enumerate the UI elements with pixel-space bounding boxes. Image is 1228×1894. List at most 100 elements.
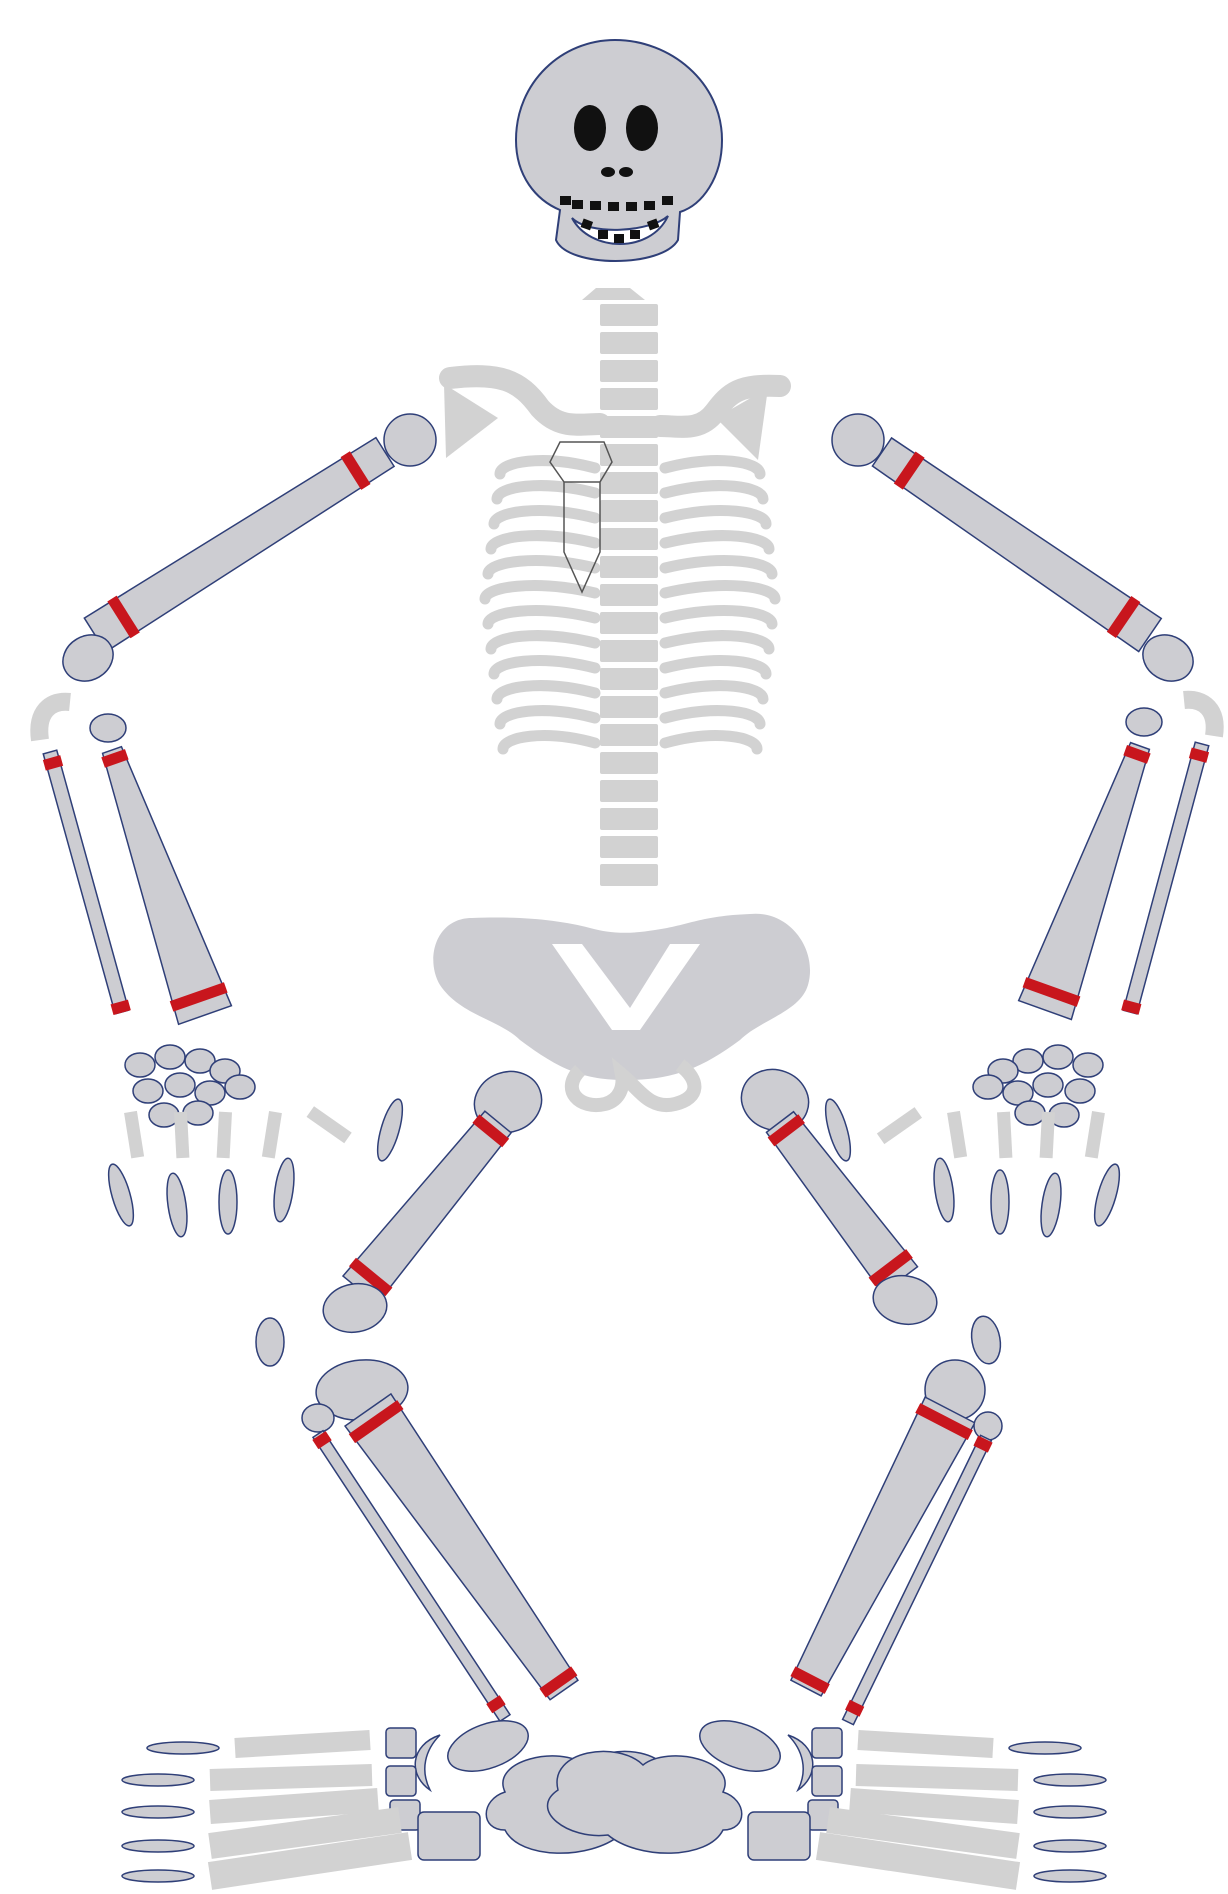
rib-right-6 [665, 586, 775, 599]
right-carpal-10 [1015, 1101, 1045, 1125]
vertebra-11 [600, 584, 658, 606]
right-phalanx-1 [1090, 1162, 1125, 1228]
right-metatarsal-3 [850, 1800, 1018, 1812]
left-carpal-8 [225, 1075, 255, 1099]
right-cuneiform-2 [812, 1766, 842, 1796]
right-patella [968, 1314, 1004, 1366]
right-phalanx-4 [931, 1157, 958, 1223]
right-carpal-6 [1033, 1073, 1063, 1097]
vertebra-8 [600, 500, 658, 522]
rib-left-7 [488, 611, 595, 624]
vertebra-21 [600, 864, 658, 886]
left-scapula [444, 384, 498, 458]
left-metatarsal-2 [210, 1775, 372, 1780]
cranium [516, 40, 722, 261]
right-cuneiform-1 [812, 1728, 842, 1758]
rib-right-7 [665, 611, 772, 624]
left-metatarsal-3 [210, 1800, 378, 1812]
right-phalanx-2 [1038, 1172, 1065, 1238]
vertebra-18 [600, 780, 658, 802]
rib-right-9 [665, 661, 766, 674]
rib-right-4 [665, 536, 769, 549]
right-navicular [788, 1735, 813, 1790]
left-metacarpal-2 [174, 1112, 189, 1159]
right-toe-4 [1034, 1840, 1106, 1852]
right-metacarpal-3 [997, 1112, 1012, 1159]
rib-left-1 [500, 461, 595, 474]
left-cuneiform-1 [386, 1728, 416, 1758]
left-eye-socket [574, 105, 606, 151]
left-radius-head [90, 714, 126, 742]
right-metacarpal-2 [1040, 1112, 1055, 1159]
spine [600, 304, 658, 886]
vertebra-20 [600, 836, 658, 858]
left-ulna-hook [39, 702, 70, 740]
left-toe-1 [147, 1742, 219, 1754]
right-cuboid [748, 1812, 810, 1860]
right-toe-3 [1034, 1806, 1106, 1818]
left-metacarpal-1 [124, 1111, 144, 1158]
left-toe-3 [122, 1806, 194, 1818]
vertebra-10 [600, 556, 658, 578]
left-phalanx-1 [104, 1162, 139, 1228]
vertebra-1 [600, 304, 658, 326]
left-cuboid [418, 1812, 480, 1860]
nasal-right [619, 167, 633, 177]
vertebra-13 [600, 640, 658, 662]
vertebra-4 [600, 388, 658, 410]
skull [516, 40, 722, 261]
rib-left-4 [491, 536, 595, 549]
left-phalanx-4 [271, 1157, 298, 1223]
right-metatarsal-1 [858, 1740, 993, 1748]
right-radius-head [1126, 708, 1162, 736]
rib-right-1 [665, 461, 760, 474]
left-carpal-5 [133, 1079, 163, 1103]
left-carpal-2 [155, 1045, 185, 1069]
right-eye-socket [626, 105, 658, 151]
right-carpal-1 [1073, 1053, 1103, 1077]
left-phalanx-2 [164, 1172, 191, 1238]
rib-right-12 [665, 736, 757, 749]
rib-left-11 [500, 711, 595, 724]
left-navicular [415, 1735, 440, 1790]
right-carpal-8 [973, 1075, 1003, 1099]
left-toe-5 [122, 1870, 194, 1882]
rib-left-10 [497, 686, 595, 699]
rib-right-3 [665, 511, 766, 524]
vertebra-12 [600, 612, 658, 634]
rib-left-2 [497, 486, 595, 499]
left-phalanx-3 [219, 1170, 237, 1234]
right-toe-1 [1009, 1742, 1081, 1754]
left-carpal-1 [125, 1053, 155, 1077]
rib-left-5 [488, 561, 595, 574]
rib-right-11 [665, 711, 760, 724]
right-metacarpal-4 [947, 1111, 967, 1158]
vertebra-7 [600, 472, 658, 494]
rib-left-3 [494, 511, 595, 524]
vertebra-16 [600, 724, 658, 746]
vertebra-19 [600, 808, 658, 830]
left-fibula-head [302, 1404, 334, 1432]
vertebra-14 [600, 668, 658, 690]
left-phalanx-5 [373, 1097, 408, 1163]
right-carpal-5 [1065, 1079, 1095, 1103]
rib-left-9 [494, 661, 595, 674]
nasal-left [601, 167, 615, 177]
left-carpal-6 [165, 1073, 195, 1097]
left-toe-4 [122, 1840, 194, 1852]
vertebra-9 [600, 528, 658, 550]
left-metacarpal-3 [217, 1112, 232, 1159]
left-metatarsal-1 [235, 1740, 370, 1748]
left-humerus-head [384, 414, 436, 466]
rib-left-8 [491, 636, 595, 649]
rib-right-5 [665, 561, 772, 574]
rib-left-12 [503, 736, 595, 749]
right-humerus-head [832, 414, 884, 466]
right-ulna-hook [1184, 700, 1215, 736]
left-toe-2 [122, 1774, 194, 1786]
rib-left-6 [485, 586, 595, 599]
rib-right-2 [665, 486, 763, 499]
vertebra-17 [600, 752, 658, 774]
left-metacarpal-5 [307, 1106, 352, 1143]
